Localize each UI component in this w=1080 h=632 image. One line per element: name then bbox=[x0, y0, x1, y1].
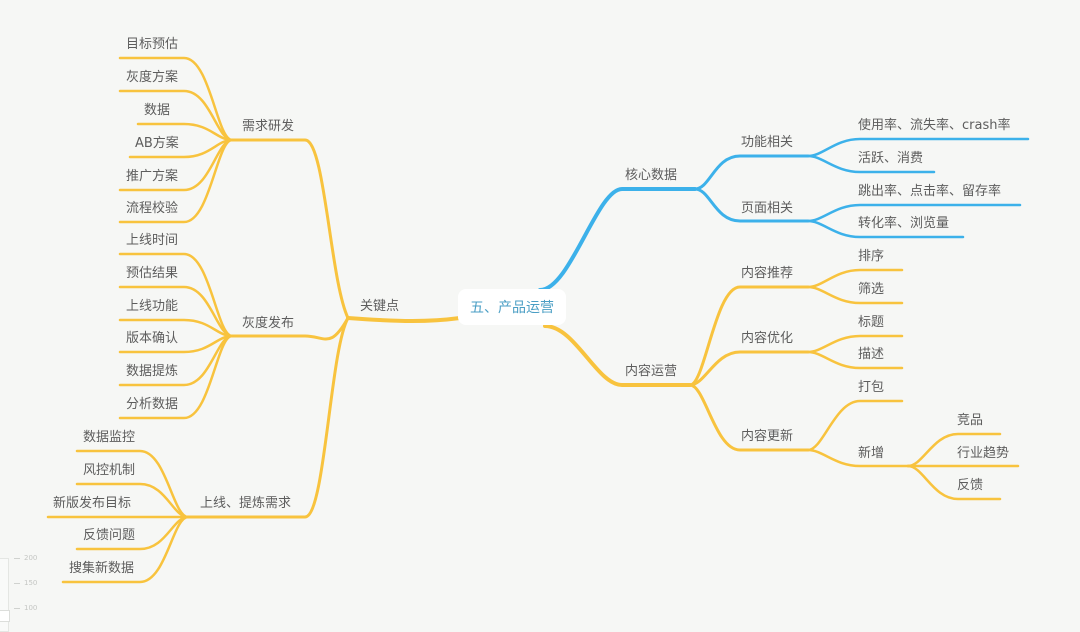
topic-d3[interactable]: 跳出率、点击率、留存率 bbox=[858, 184, 1002, 199]
topic-d2[interactable]: 活跃、消费 bbox=[858, 151, 924, 166]
zoom-tick bbox=[14, 583, 20, 584]
topic-nryy[interactable]: 内容运营 bbox=[625, 364, 678, 379]
topic-gnxg[interactable]: 功能相关 bbox=[741, 135, 794, 150]
branch-line-nryh bbox=[688, 350, 810, 387]
branch-line-nrtj bbox=[688, 285, 810, 387]
topic-nryh[interactable]: 内容优化 bbox=[741, 331, 794, 346]
topic-d4[interactable]: 转化率、浏览量 bbox=[858, 216, 950, 231]
branch-line-e3 bbox=[806, 334, 904, 354]
branch-line-e1 bbox=[806, 268, 904, 289]
topic-kp[interactable]: 关键点 bbox=[360, 299, 400, 314]
topic-e5[interactable]: 打包 bbox=[858, 380, 885, 395]
topic-xqyf[interactable]: 需求研发 bbox=[242, 119, 295, 134]
zoom-tick bbox=[14, 558, 20, 559]
topic-c1[interactable]: 数据监控 bbox=[83, 430, 136, 445]
topic-b5[interactable]: 数据提炼 bbox=[126, 364, 179, 379]
zoom-tick-label: 100 bbox=[24, 604, 38, 612]
branch-line-c1 bbox=[75, 449, 190, 519]
topic-f2[interactable]: 行业趋势 bbox=[957, 446, 1010, 461]
branch-line-kp bbox=[346, 316, 462, 323]
topic-a1[interactable]: 目标预估 bbox=[126, 37, 179, 52]
branch-line-d2 bbox=[806, 154, 936, 174]
branch-line-gnxg bbox=[693, 154, 810, 191]
branch-line-b1 bbox=[118, 252, 234, 338]
branch-line-b6 bbox=[118, 334, 234, 420]
topic-nrgx[interactable]: 内容更新 bbox=[741, 429, 794, 444]
topic-b2[interactable]: 预估结果 bbox=[126, 266, 179, 281]
topic-c3[interactable]: 新版发布目标 bbox=[53, 496, 132, 511]
topic-b6[interactable]: 分析数据 bbox=[126, 397, 179, 412]
topic-d1[interactable]: 使用率、流失率、crash率 bbox=[858, 118, 1011, 133]
topic-nrtj[interactable]: 内容推荐 bbox=[741, 266, 794, 281]
topic-e2[interactable]: 筛选 bbox=[858, 282, 885, 297]
topic-c5[interactable]: 搜集新数据 bbox=[69, 561, 135, 576]
branch-line-d4 bbox=[806, 219, 965, 239]
topic-e1[interactable]: 排序 bbox=[858, 249, 885, 264]
branch-line-hxsj bbox=[538, 187, 697, 292]
branch-line-hdfb bbox=[230, 316, 350, 341]
topic-b3[interactable]: 上线功能 bbox=[126, 299, 179, 314]
root-topic[interactable]: 五、产品运营 bbox=[458, 289, 566, 325]
topic-b1[interactable]: 上线时间 bbox=[126, 233, 179, 248]
branch-line-xqyf bbox=[230, 138, 350, 320]
branch-line-e2 bbox=[806, 285, 904, 305]
topic-f3[interactable]: 反馈 bbox=[957, 478, 984, 493]
branch-line-f3 bbox=[906, 464, 1002, 501]
topic-a2[interactable]: 灰度方案 bbox=[126, 70, 179, 85]
branch-line-nrgx bbox=[688, 383, 810, 452]
branch-line-e6 bbox=[806, 448, 910, 468]
topic-e3[interactable]: 标题 bbox=[858, 315, 885, 330]
topic-e4[interactable]: 描述 bbox=[858, 347, 885, 362]
topic-f1[interactable]: 竞品 bbox=[957, 413, 984, 428]
branch-line-a6 bbox=[118, 138, 234, 224]
topic-hdfb[interactable]: 灰度发布 bbox=[242, 316, 295, 331]
branch-line-e5 bbox=[806, 399, 904, 452]
topic-hxsj[interactable]: 核心数据 bbox=[625, 168, 678, 183]
topic-a4[interactable]: AB方案 bbox=[135, 136, 179, 151]
root-topic-label: 五、产品运营 bbox=[470, 300, 554, 316]
topic-a5[interactable]: 推广方案 bbox=[126, 169, 179, 184]
zoom-tick-label: 150 bbox=[24, 579, 38, 587]
topic-b4[interactable]: 版本确认 bbox=[126, 331, 179, 346]
zoom-slider-thumb[interactable] bbox=[0, 610, 10, 622]
topic-c2[interactable]: 风控机制 bbox=[83, 463, 136, 478]
branch-line-sxtl bbox=[186, 316, 350, 519]
branch-line-ymxg bbox=[693, 187, 810, 223]
topic-c4[interactable]: 反馈问题 bbox=[83, 528, 136, 543]
zoom-tick-label: 200 bbox=[24, 554, 38, 562]
branch-line-e4 bbox=[806, 350, 904, 370]
zoom-tick bbox=[14, 608, 20, 609]
topic-a3[interactable]: 数据 bbox=[144, 103, 171, 118]
branch-line-c5 bbox=[61, 515, 190, 584]
topic-e6[interactable]: 新增 bbox=[858, 446, 885, 461]
topic-ymxg[interactable]: 页面相关 bbox=[741, 201, 794, 216]
branch-line-a1 bbox=[118, 56, 234, 142]
branch-line-nryy bbox=[543, 324, 692, 387]
topic-sxtl[interactable]: 上线、提炼需求 bbox=[200, 496, 292, 511]
topic-a6[interactable]: 流程校验 bbox=[126, 201, 179, 216]
